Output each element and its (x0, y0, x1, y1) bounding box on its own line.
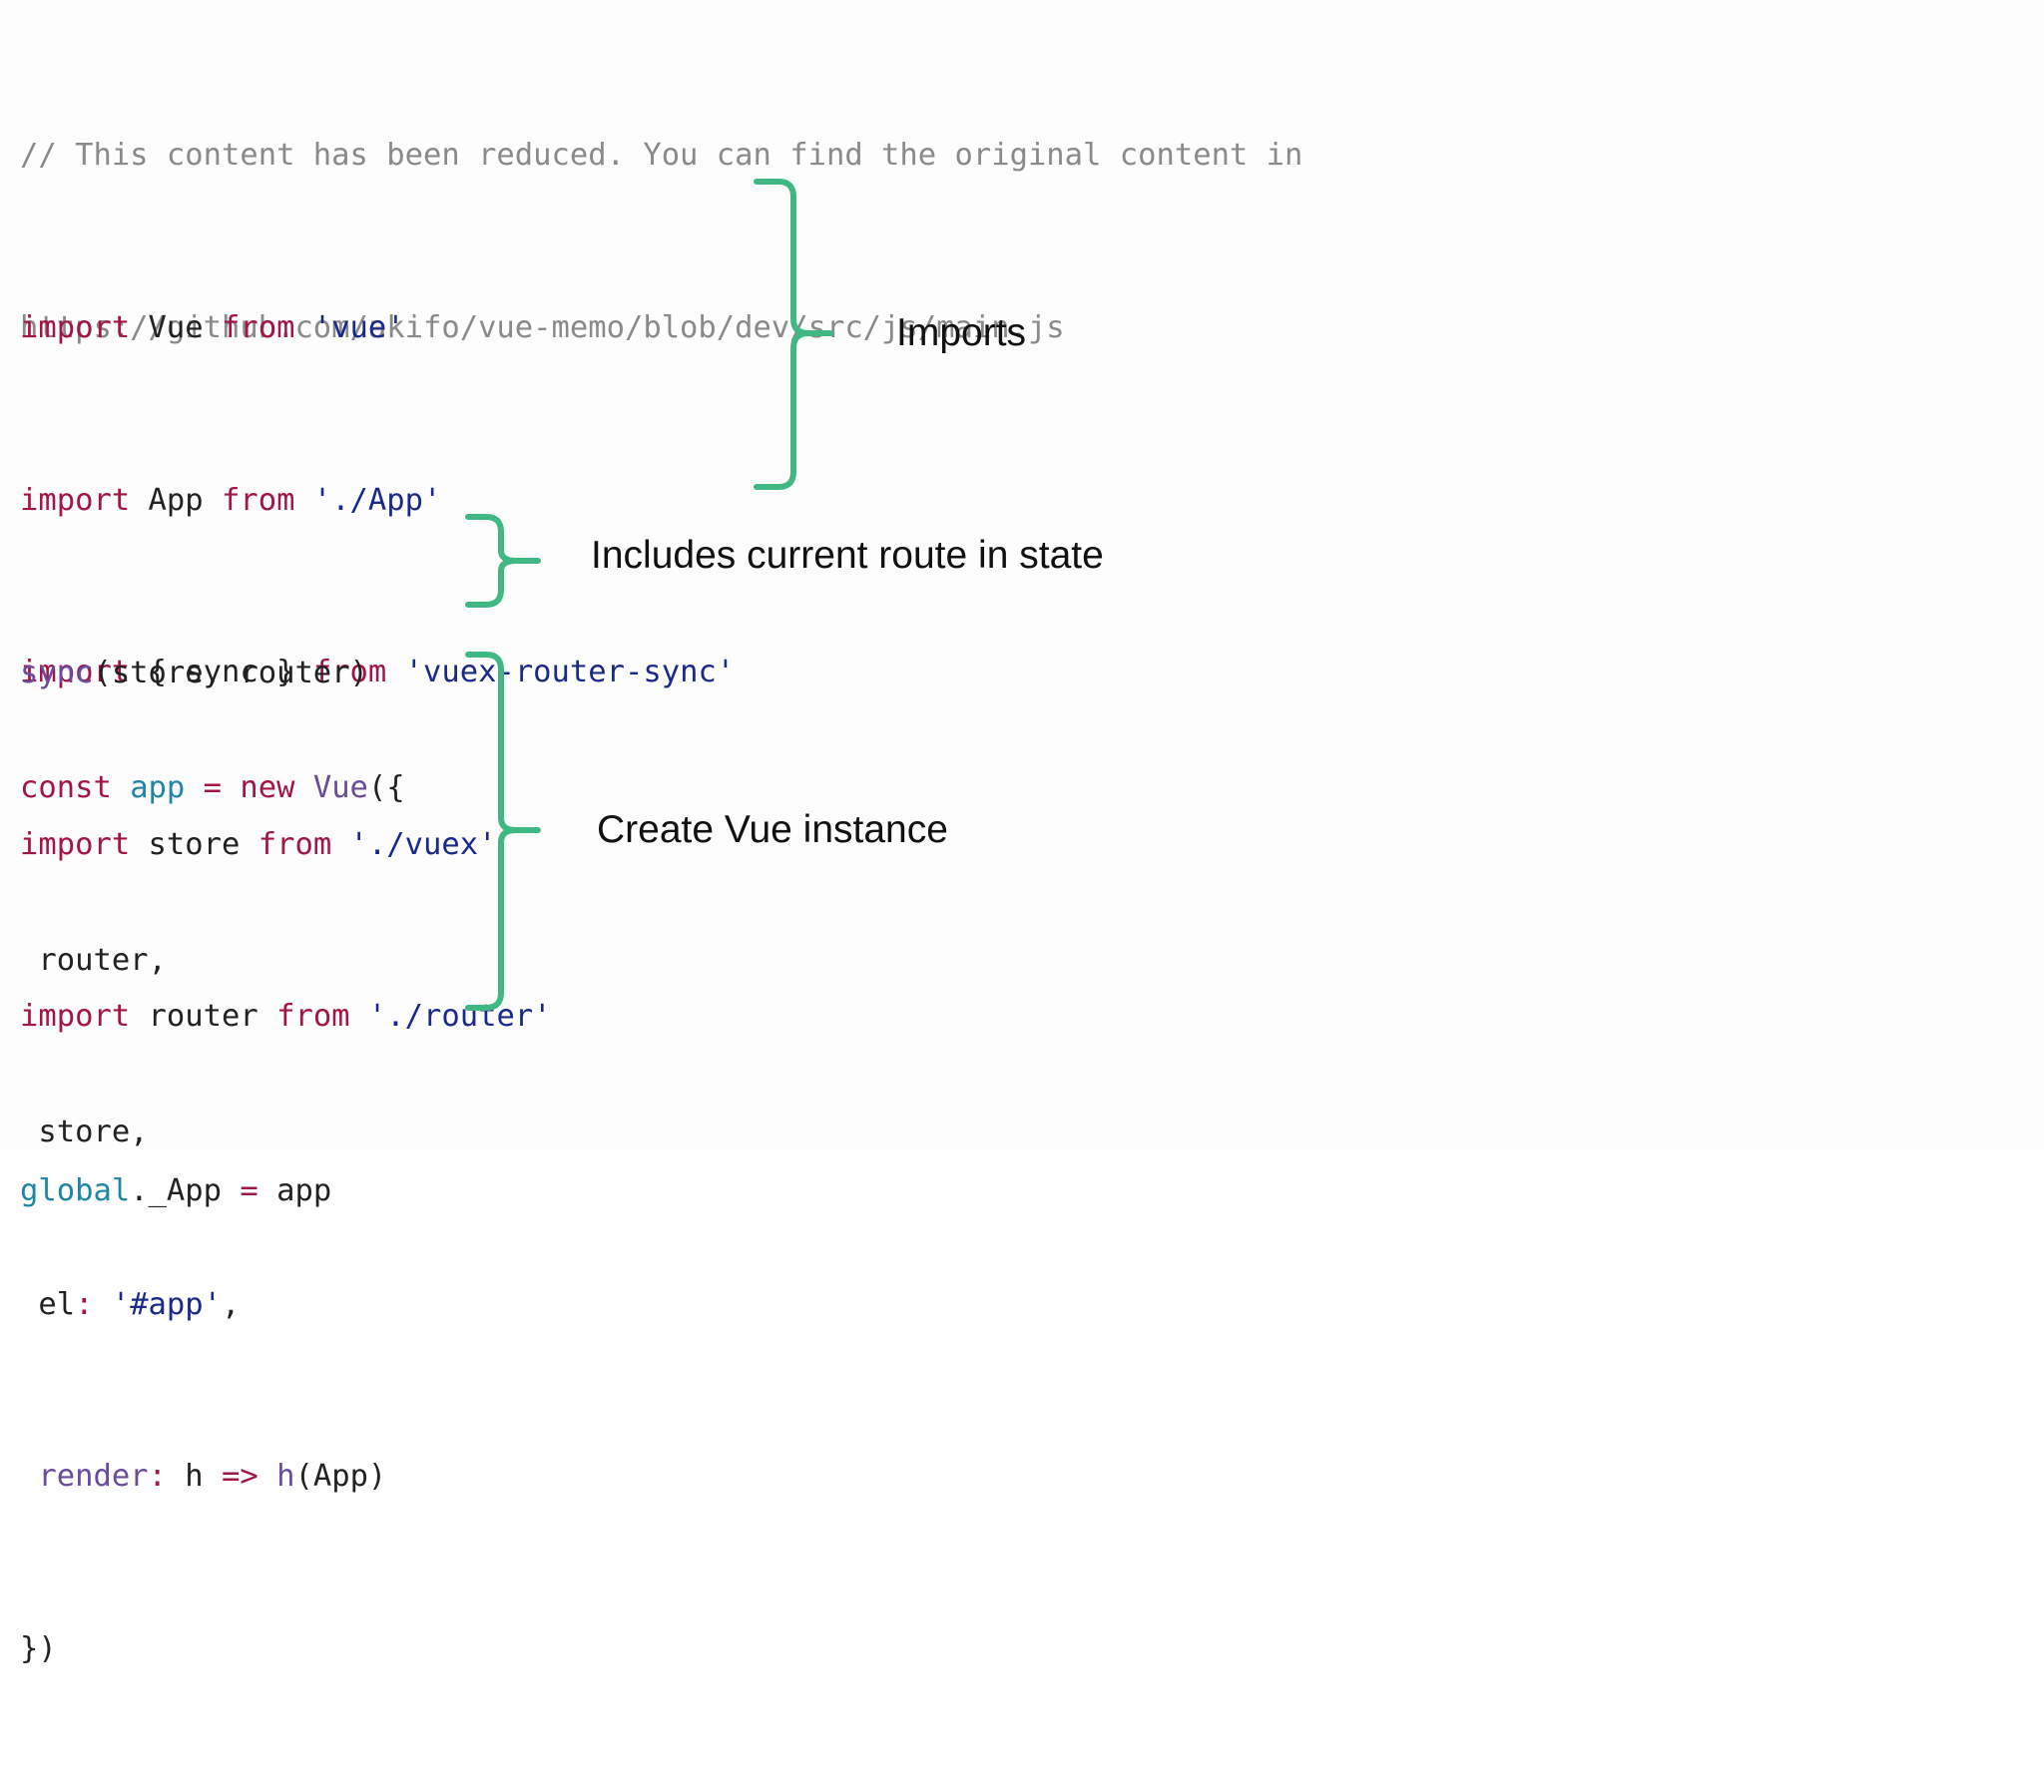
global-object: global (20, 1173, 131, 1208)
global-code-block: global._App = app (20, 1048, 331, 1335)
import-name: { sync } (130, 655, 313, 689)
sync-call-line: sync(store, router) (20, 645, 368, 702)
import-name: router (130, 999, 277, 1034)
import-keyword: import (20, 655, 131, 689)
global-value: app (257, 1173, 332, 1208)
const-keyword: const (20, 770, 112, 805)
import-line-app: import App from './App' (20, 472, 735, 530)
assign-operator: = (185, 770, 241, 805)
arrow-operator: => (222, 1459, 258, 1494)
import-name: App (130, 482, 223, 518)
import-line-store: import store from './vuex' (20, 816, 735, 874)
from-keyword: from (257, 826, 332, 862)
const-app-line: const app = new Vue({ (20, 759, 405, 817)
from-keyword: from (222, 482, 295, 518)
import-line-sync: import { sync } from 'vuex-router-sync' (20, 644, 735, 701)
global-assign-line: global._App = app (20, 1162, 331, 1220)
store-option-line: store, (20, 1115, 149, 1149)
from-keyword: from (222, 310, 295, 345)
from-keyword: from (276, 999, 350, 1034)
import-path: './App' (294, 482, 442, 518)
vue-instance-label: Create Vue instance (597, 808, 948, 851)
import-keyword: import (20, 999, 131, 1034)
new-keyword: new (240, 770, 295, 805)
render-option-line: render: h => h(App) (20, 1448, 405, 1506)
router-option-line: router, (20, 942, 167, 978)
from-keyword: from (312, 655, 387, 689)
sync-code-block: sync(store, router) (20, 530, 368, 817)
render-colon: : (148, 1459, 186, 1494)
comment-line-1: // This content has been reduced. You ca… (20, 138, 1303, 173)
render-key: render (20, 1459, 149, 1494)
imports-label: Imports (896, 311, 1027, 354)
global-assign: = (240, 1173, 258, 1208)
render-h-function: h (257, 1459, 295, 1494)
open-brace: ({ (367, 770, 405, 805)
import-line-vue: import Vue from 'vue' (20, 299, 735, 357)
import-keyword: import (20, 482, 131, 518)
render-args: (App) (294, 1459, 387, 1494)
render-param: h (185, 1459, 223, 1494)
import-name: Vue (130, 310, 223, 345)
import-keyword: import (20, 826, 131, 862)
close-brace-line: }) (20, 1630, 57, 1666)
source-comment: // This content has been reduced. You ca… (20, 12, 1302, 471)
import-name: store (130, 826, 258, 862)
sync-label: Includes current route in state (591, 534, 1104, 577)
app-variable: app (111, 770, 186, 805)
global-prop: ._App (130, 1173, 241, 1208)
import-path: 'vue' (294, 310, 405, 345)
slide: // This content has been reduced. You ca… (20, 12, 1303, 1666)
sync-function: sync (20, 656, 94, 690)
vue-constructor: Vue (294, 770, 368, 805)
import-keyword: import (20, 310, 131, 345)
import-path: 'vuex-router-sync' (386, 655, 736, 689)
comment-line-2-url: https://github.com/akifo/vue-memo/blob/d… (20, 309, 1065, 345)
sync-args: (store, router) (93, 656, 368, 690)
